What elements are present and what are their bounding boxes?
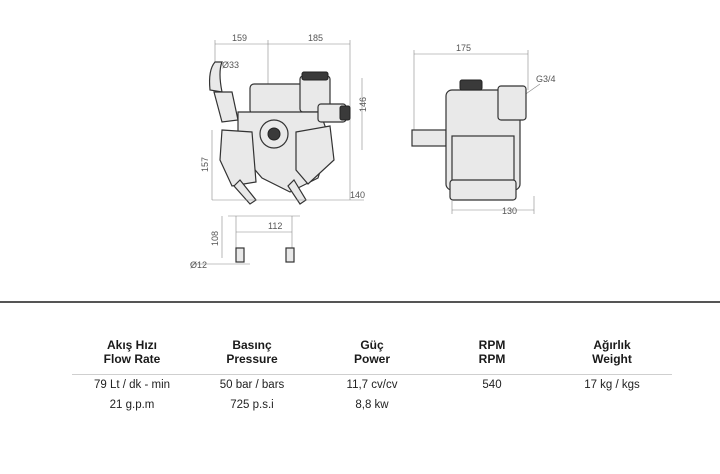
header-flow-rate-tr: Akış Hızı xyxy=(106,338,157,352)
value-power-2: 8,8 kw xyxy=(355,399,389,411)
header-weight-tr: Ağırlık xyxy=(593,338,631,352)
value-flow-rate-1: 79 Lt / dk - min xyxy=(93,379,171,391)
technical-drawing: 159 185 Ø33 146 157 140 xyxy=(190,33,556,270)
header-rule xyxy=(72,374,672,375)
value-pressure-2: 725 p.s.i xyxy=(230,399,274,411)
dim-inlet-diameter: Ø33 xyxy=(222,60,239,70)
header-power-en: Power xyxy=(353,352,390,366)
value-weight-2 xyxy=(552,395,672,415)
value-rpm-2 xyxy=(432,395,552,415)
header-rpm-tr: RPM xyxy=(478,338,506,352)
dim-108: 108 xyxy=(210,231,220,246)
header-pressure-en: Pressure xyxy=(226,352,278,366)
dim-140: 140 xyxy=(350,190,365,200)
header-pressure-tr: Basınç xyxy=(232,338,272,352)
dim-185: 185 xyxy=(308,33,323,43)
dim-g34: G3/4 xyxy=(536,74,556,84)
value-weight-1: 17 kg / kgs xyxy=(584,379,640,391)
value-power-1: 11,7 cv/cv xyxy=(346,379,398,391)
side-view: 175 G3/4 130 xyxy=(411,43,556,216)
dim-112: 112 xyxy=(268,221,282,231)
header-weight-en: Weight xyxy=(592,352,632,366)
dim-130: 130 xyxy=(502,206,517,216)
header-flow-rate-en: Flow Rate xyxy=(103,352,161,366)
value-flow-rate-2: 21 g.p.m xyxy=(109,399,155,411)
spec-row-1: 79 Lt / dk - min 50 bar / bars 11,7 cv/c… xyxy=(72,375,672,395)
value-rpm-1: 540 xyxy=(482,379,502,391)
dim-foot-hole: Ø12 xyxy=(190,260,207,270)
value-pressure-1: 50 bar / bars xyxy=(219,379,285,391)
dim-157: 157 xyxy=(200,157,210,172)
header-power-tr: Güç xyxy=(360,338,384,352)
spec-row-2: 21 g.p.m 725 p.s.i 8,8 kw xyxy=(72,395,672,415)
separator-line xyxy=(0,301,720,303)
dim-159: 159 xyxy=(232,33,247,43)
header-rpm-en: RPM xyxy=(478,352,506,366)
front-view: 159 185 Ø33 146 157 140 xyxy=(190,33,368,270)
dim-175: 175 xyxy=(456,43,471,53)
dim-146: 146 xyxy=(358,97,368,112)
